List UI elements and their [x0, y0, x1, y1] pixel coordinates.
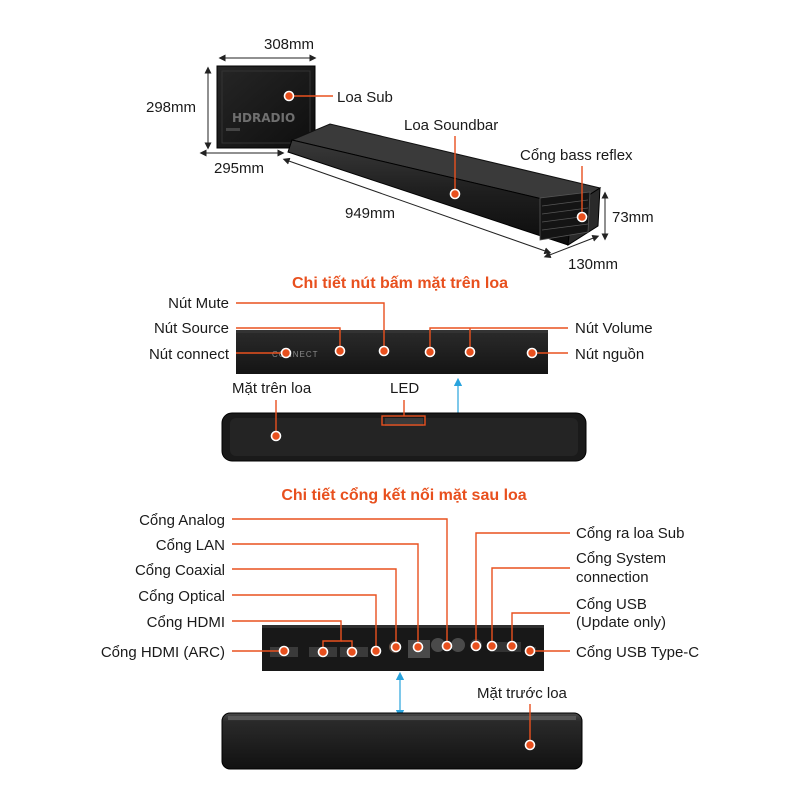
port-sub-out	[470, 640, 482, 652]
label-led: LED	[390, 380, 419, 397]
dim-bar-depth: 130mm	[568, 256, 618, 273]
dim-bar-height: 73mm	[612, 209, 654, 226]
port-hdmi-1	[317, 646, 329, 658]
label-cong-analog: Cổng Analog	[139, 512, 225, 529]
soundbar-top-view	[221, 412, 587, 462]
subwoofer	[216, 65, 316, 149]
subwoofer-logo: HDRADIO	[232, 111, 295, 125]
port-hdmi-arc	[278, 645, 290, 657]
button-volume-up[interactable]	[464, 346, 476, 358]
label-cong-hdmi-arc: Cổng HDMI (ARC)	[101, 644, 225, 661]
dim-bar-length: 949mm	[345, 205, 395, 222]
top-panel-connect-text: CONNECT	[272, 350, 319, 359]
button-volume-down[interactable]	[424, 346, 436, 358]
callout-dot-soundbar	[449, 188, 461, 200]
callout-line-analog	[232, 518, 448, 646]
port-analog	[441, 640, 453, 652]
button-mute[interactable]	[378, 345, 390, 357]
label-loa-sub: Loa Sub	[337, 89, 393, 106]
label-nut-connect: Nút connect	[149, 346, 230, 363]
button-connect[interactable]	[280, 347, 292, 359]
label-bass-reflex: Cổng bass reflex	[520, 147, 633, 164]
label-mat-truoc-loa: Mặt trước loa	[477, 685, 568, 702]
led-indicator-box	[381, 415, 426, 426]
label-cong-usb-1: Cổng USB	[576, 596, 647, 613]
label-cong-system-2: connection	[576, 569, 649, 586]
label-nut-nguon: Nút nguồn	[575, 346, 644, 363]
label-mat-tren-loa: Mặt trên loa	[232, 380, 312, 397]
callout-dot-sub	[283, 90, 295, 102]
port-usb-c	[524, 645, 536, 657]
label-cong-system-1: Cổng System	[576, 550, 666, 567]
label-nut-source: Nút Source	[154, 320, 229, 337]
callout-line-volume-left	[429, 327, 568, 352]
port-lan	[412, 641, 424, 653]
soundbar-3d	[287, 123, 602, 246]
callout-dot-top-surface	[270, 430, 282, 442]
callout-dot-bass-reflex	[576, 211, 588, 223]
port-optical	[370, 645, 382, 657]
heading-rear-panel: Chi tiết cổng kết nối mặt sau loa	[281, 486, 526, 504]
callout-dot-front	[524, 739, 536, 751]
label-cong-usb-c: Cổng USB Type-C	[576, 644, 699, 661]
callout-line-usb	[511, 612, 570, 646]
port-system-connection	[486, 640, 498, 652]
label-loa-soundbar: Loa Soundbar	[404, 117, 498, 134]
dim-bar-depth-line	[543, 235, 600, 258]
dim-bar-length-line	[282, 157, 552, 255]
callout-line-lan	[232, 543, 419, 647]
port-usb	[506, 640, 518, 652]
dim-sub-height: 298mm	[146, 99, 196, 116]
port-hdmi-2	[346, 646, 358, 658]
label-cong-lan: Cổng LAN	[156, 537, 225, 554]
callout-line-mute	[236, 302, 385, 351]
label-cong-usb-2: (Update only)	[576, 614, 666, 631]
callout-line-sub-out	[475, 532, 570, 646]
label-cong-coaxial: Cổng Coaxial	[135, 562, 225, 579]
dim-sub-depth: 295mm	[214, 160, 264, 177]
heading-top-panel: Chi tiết nút bấm mặt trên loa	[292, 275, 508, 292]
callout-line-system	[491, 567, 570, 646]
button-power[interactable]	[526, 347, 538, 359]
callout-line-source	[236, 327, 341, 351]
label-nut-mute: Nút Mute	[168, 295, 229, 312]
port-coaxial	[390, 641, 402, 653]
callout-line-coaxial	[232, 568, 397, 647]
soundbar-front-view	[221, 712, 583, 770]
label-cong-hdmi: Cổng HDMI	[147, 614, 225, 631]
label-cong-ra-loa-sub: Cổng ra loa Sub	[576, 525, 684, 542]
callout-line-optical	[232, 594, 377, 651]
label-cong-optical: Cổng Optical	[138, 588, 225, 605]
rear-panel-closeup	[262, 625, 544, 671]
dim-sub-width: 308mm	[264, 36, 314, 53]
label-nut-volume: Nút Volume	[575, 320, 653, 337]
button-source[interactable]	[334, 345, 346, 357]
